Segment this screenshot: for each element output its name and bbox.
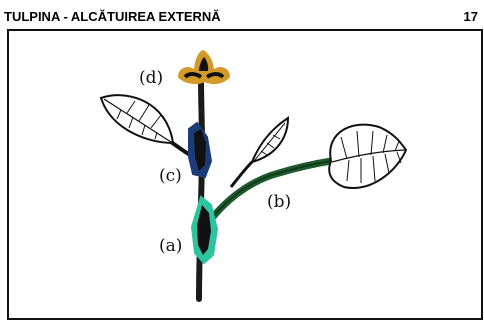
plant-stem-diagram: (d) (c) (b) (a): [9, 31, 483, 320]
label-c: (c): [159, 166, 182, 186]
label-d: (d): [139, 68, 163, 88]
page-title: TULPINA - ALCĂTUIREA EXTERNĂ: [4, 9, 221, 24]
node-a-highlight: [192, 197, 217, 263]
page-header: TULPINA - ALCĂTUIREA EXTERNĂ 17: [4, 0, 480, 26]
bud-c-highlight: [189, 123, 211, 177]
terminal-bud-d: [179, 51, 229, 83]
diagram-frame: (d) (c) (b) (a): [7, 29, 483, 320]
large-right-leaf: [329, 125, 406, 188]
upper-left-leaf: [101, 95, 197, 159]
label-b: (b): [267, 192, 291, 212]
page-number: 17: [464, 9, 478, 24]
label-a: (a): [159, 236, 182, 256]
main-stem: [199, 79, 202, 299]
